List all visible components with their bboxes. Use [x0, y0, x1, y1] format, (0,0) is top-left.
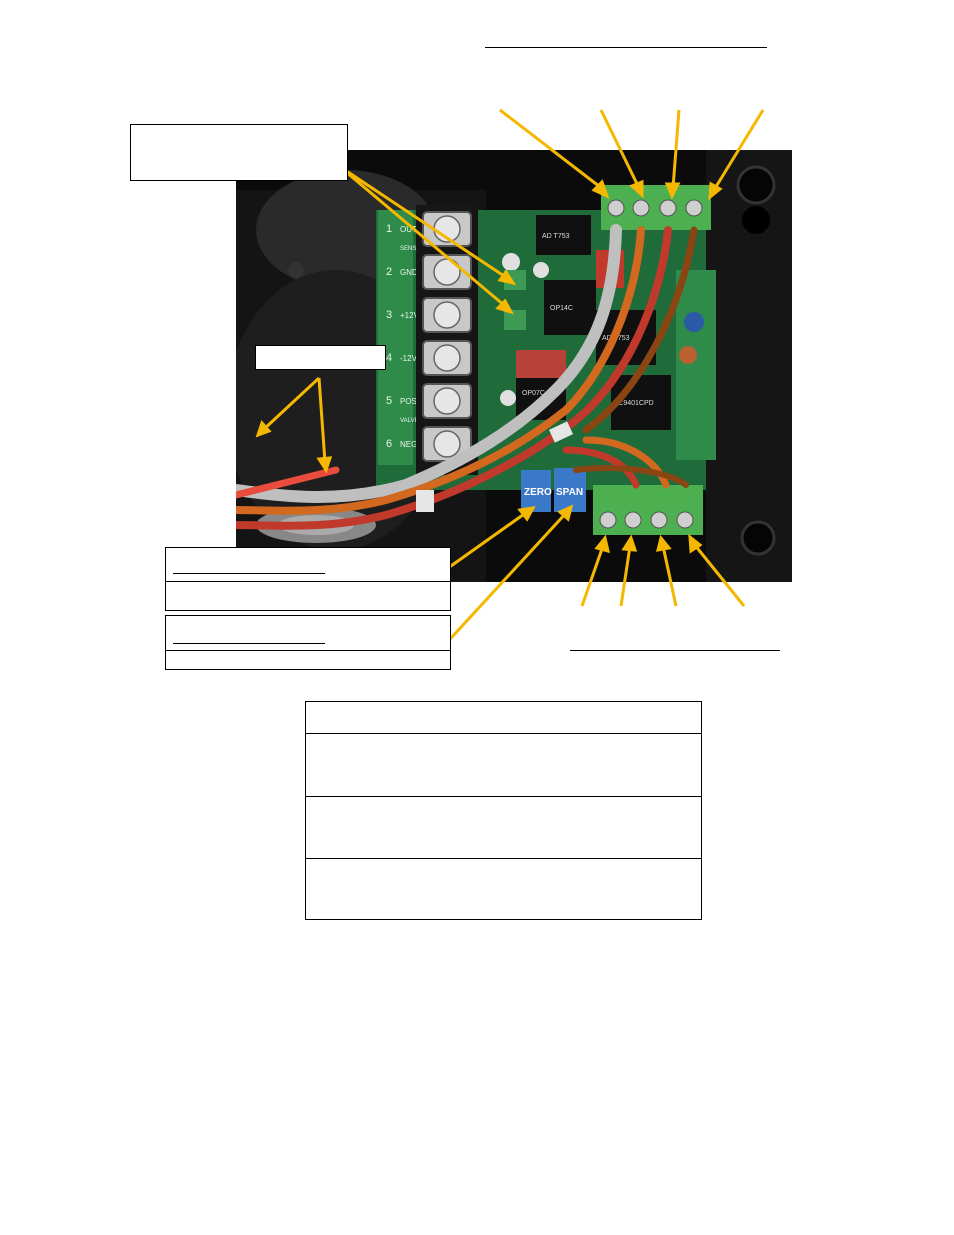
terminal-group-sensor: SENSOR [400, 246, 426, 252]
callout-span-underline [173, 643, 325, 644]
table-row [306, 735, 701, 797]
terminal-number-5: 5 [386, 395, 392, 407]
terminal-number-6: 6 [386, 438, 392, 450]
table-row [306, 859, 701, 919]
terminal-group-valve: VALVE [400, 418, 418, 424]
chip-label-2: OP14C [550, 305, 573, 312]
terminal-number-4: 4 [386, 352, 392, 364]
callout-box-mid-left [255, 345, 386, 370]
terminal-label-neg: NEG [400, 440, 417, 449]
bottom-heading-underline [570, 650, 780, 651]
terminal-number-1: 1 [386, 223, 392, 235]
table-row [306, 702, 701, 734]
terminal-label-gnd: GND [400, 268, 418, 277]
callout-box-span [165, 615, 451, 670]
callout-box-zero [165, 547, 451, 611]
terminal-number-3: 3 [386, 309, 392, 321]
callout-zero-underline [173, 573, 325, 574]
info-table [305, 701, 702, 920]
callout-zero-divider [166, 581, 450, 582]
table-row [306, 797, 701, 859]
callout-box-top-left [130, 124, 348, 181]
terminal-number-2: 2 [386, 266, 392, 278]
chip-label-5: TC9401CPD [614, 400, 654, 407]
callout-span-divider [166, 650, 450, 651]
terminal-label-minus12v: -12V [400, 354, 418, 363]
chip-label-1: AD T753 [542, 233, 570, 240]
terminal-label-out: OUT [400, 225, 417, 234]
top-heading-underline [485, 47, 767, 48]
span-pot-label: SPAN [556, 487, 583, 498]
chip-label-4: OP07C [522, 390, 545, 397]
circuit-board-photo: 1 2 3 4 5 6 OUT GND +12V -12V POS NEG SE… [236, 150, 792, 582]
zero-pot-label: ZERO [524, 487, 552, 498]
terminal-label-pos: POS [400, 397, 417, 406]
terminal-label-plus12v: +12V [400, 311, 420, 320]
